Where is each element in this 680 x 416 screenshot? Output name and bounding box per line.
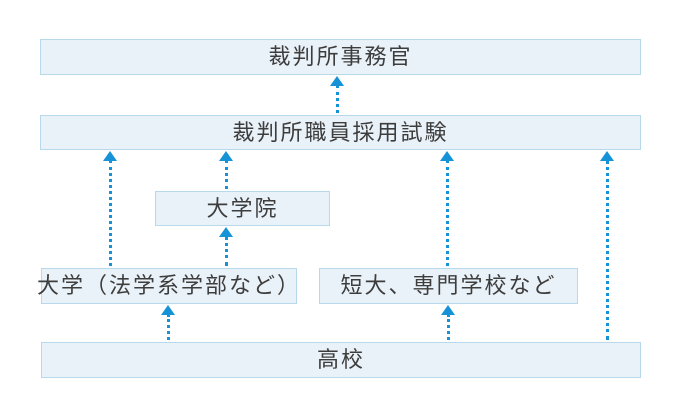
box-court-clerk-label: 裁判所事務官 [268,44,413,69]
arrow-high-school-to-exam [600,151,614,340]
box-junior-college-label: 短大、専門学校など [340,273,557,298]
arrow-head-icon [440,151,454,161]
arrow-dotted-tail [108,160,112,266]
arrow-university-to-grad-school [219,227,233,266]
arrow-dotted-tail [445,160,449,266]
arrow-dotted-tail [224,236,228,266]
arrow-head-icon [441,305,455,315]
box-grad-school-label: 大学院 [206,195,279,221]
arrow-high-school-to-university [161,305,175,340]
box-exam: 裁判所職員採用試験 [40,115,641,150]
arrow-university-to-exam [103,151,117,266]
box-high-school: 高校 [41,342,641,378]
box-university: 大学（法学系学部など） [37,268,299,304]
box-exam-label: 裁判所職員採用試験 [232,119,449,145]
arrow-dotted-tail [166,314,170,340]
arrow-grad-school-to-exam [219,151,233,189]
arrow-head-icon [219,227,233,237]
arrow-head-icon [161,305,175,315]
box-grad-school: 大学院 [155,191,330,226]
box-university-label: 大学（法学系学部など） [37,273,302,298]
arrow-junior-college-to-exam [440,151,454,266]
arrow-high-school-to-junior-college [441,305,455,340]
arrow-dotted-tail [224,160,228,189]
arrow-head-icon [103,151,117,161]
box-high-school-label: 高校 [316,347,365,372]
arrow-dotted-tail [335,85,339,113]
arrow-dotted-tail [605,160,609,340]
arrow-head-icon [219,151,233,161]
arrow-head-icon [330,76,344,86]
box-court-clerk: 裁判所事務官 [40,39,641,75]
arrow-dotted-tail [446,314,450,340]
box-junior-college: 短大、専門学校など [319,268,578,304]
arrow-exam-to-court-clerk [330,76,344,113]
arrow-head-icon [600,151,614,161]
